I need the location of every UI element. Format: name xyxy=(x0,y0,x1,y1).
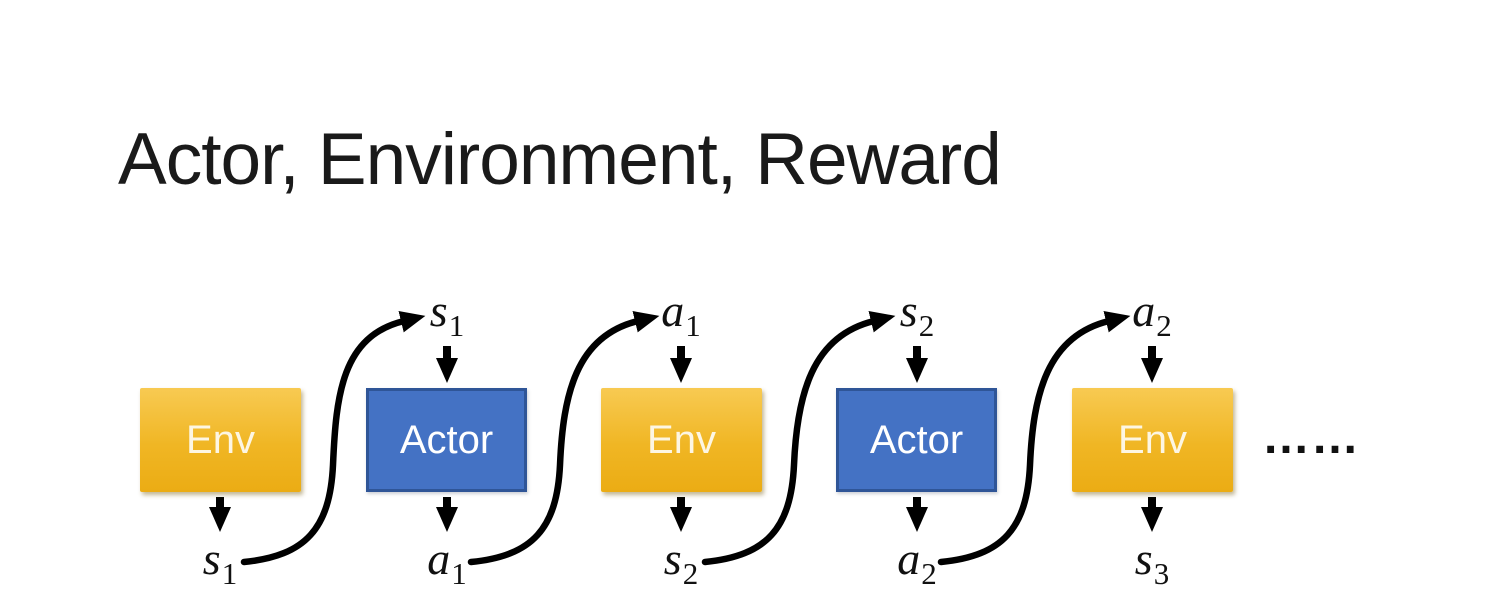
box-label: Actor xyxy=(399,417,494,462)
bottom-label-s3: s3 xyxy=(1134,533,1170,591)
env-box-2: Env xyxy=(601,388,762,492)
curve-arrow-2 xyxy=(467,311,660,566)
actor-box-2: Actor xyxy=(836,388,997,492)
curve-arrow-4 xyxy=(937,311,1131,566)
actor-box-1: Actor xyxy=(366,388,527,492)
top-label-a2: a2 xyxy=(1132,285,1172,343)
bottom-label-s2: s2 xyxy=(663,533,699,591)
box-label: Env xyxy=(1118,417,1187,462)
curve-arrow-1 xyxy=(240,311,426,566)
box-label: Actor xyxy=(869,417,964,462)
env-box-1: Env xyxy=(140,388,301,492)
box-label: Env xyxy=(647,417,716,462)
bottom-label-a2: a2 xyxy=(897,533,937,591)
box-label: Env xyxy=(186,417,255,462)
top-label-a1: a1 xyxy=(661,285,701,343)
curve-arrow-3 xyxy=(701,311,896,566)
page-title: Actor, Environment, Reward xyxy=(118,119,1002,200)
ellipsis-label: …… xyxy=(1262,411,1360,464)
top-label-s1: s1 xyxy=(429,285,465,343)
bottom-label-a1: a1 xyxy=(427,533,467,591)
bottom-label-s1: s1 xyxy=(202,533,238,591)
top-label-s2: s2 xyxy=(899,285,935,343)
env-box-3: Env xyxy=(1072,388,1233,492)
